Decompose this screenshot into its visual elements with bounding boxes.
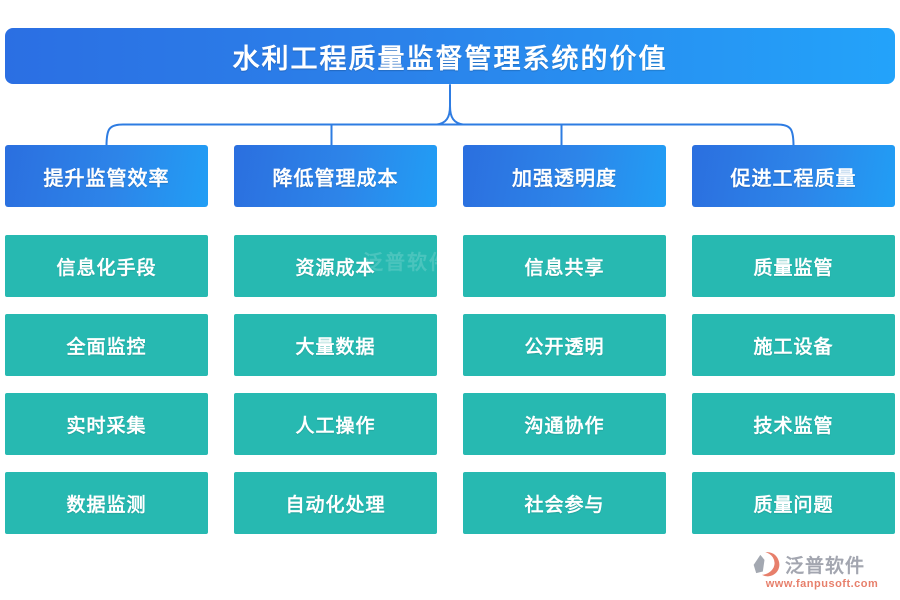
column-header: 促进工程质量 bbox=[692, 145, 895, 207]
value-item: 信息共享 bbox=[463, 235, 666, 297]
brand-watermark: 泛普软件 www.fanpusoft.com bbox=[752, 549, 892, 590]
value-item: 质量问题 bbox=[692, 472, 895, 534]
value-item: 大量数据 bbox=[234, 314, 437, 376]
page-title: 水利工程质量监督管理系统的价值 bbox=[232, 43, 668, 74]
value-item: 数据监测 bbox=[5, 472, 208, 534]
fanpu-logo-icon bbox=[753, 552, 780, 577]
brand-name: 泛普软件 bbox=[785, 555, 866, 577]
column-quality: 促进工程质量 质量监管 施工设备 技术监管 质量问题 bbox=[692, 145, 895, 551]
value-item: 全面监控 bbox=[5, 314, 208, 376]
value-item: 质量监管 bbox=[692, 235, 895, 297]
column-efficiency: 提升监管效率 信息化手段 全面监控 实时采集 数据监测 bbox=[5, 145, 208, 551]
value-item: 信息化手段 bbox=[5, 235, 208, 297]
value-item: 沟通协作 bbox=[463, 393, 666, 455]
title-banner: 水利工程质量监督管理系统的价值 bbox=[5, 28, 895, 84]
value-item: 施工设备 bbox=[692, 314, 895, 376]
value-item: 社会参与 bbox=[463, 472, 666, 534]
column-header: 加强透明度 bbox=[463, 145, 666, 207]
value-item: 公开透明 bbox=[463, 314, 666, 376]
value-item: 实时采集 bbox=[5, 393, 208, 455]
value-item: 人工操作 bbox=[234, 393, 437, 455]
column-header: 降低管理成本 bbox=[234, 145, 437, 207]
column-cost: 降低管理成本 资源成本 大量数据 人工操作 自动化处理 bbox=[234, 145, 437, 551]
value-item: 资源成本 bbox=[234, 235, 437, 297]
brand-url: www.fanpusoft.com bbox=[765, 578, 879, 590]
value-item: 自动化处理 bbox=[234, 472, 437, 534]
column-transparency: 加强透明度 信息共享 公开透明 沟通协作 社会参与 bbox=[463, 145, 666, 551]
column-header: 提升监管效率 bbox=[5, 145, 208, 207]
value-columns: 提升监管效率 信息化手段 全面监控 实时采集 数据监测 降低管理成本 资源成本 … bbox=[5, 145, 895, 551]
value-item: 技术监管 bbox=[692, 393, 895, 455]
